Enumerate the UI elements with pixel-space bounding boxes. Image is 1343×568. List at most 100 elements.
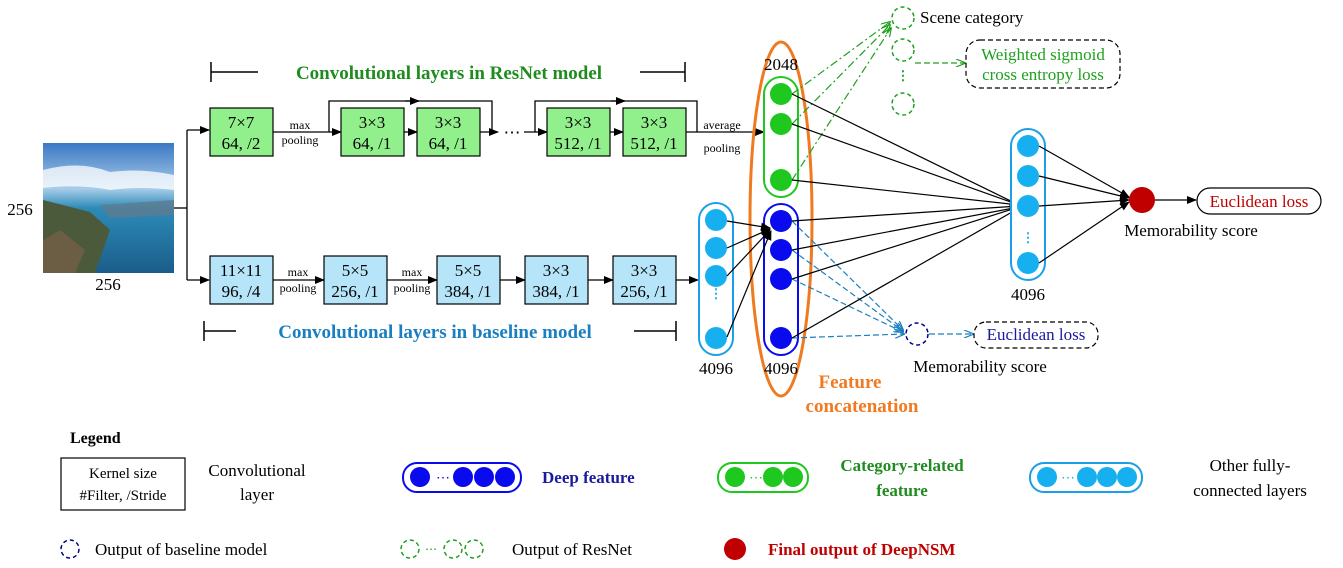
weighted-loss-line2: cross entropy loss [982, 65, 1104, 84]
concat-label-line1: Feature [819, 372, 882, 393]
baseline-conv2-kernel: 5×5 [342, 261, 369, 280]
resnet-ellipsis: ⋯ [504, 123, 521, 142]
legend-deep-feature-icon: ⋯ [402, 462, 522, 493]
resnet-block1b-kernel: 3×3 [435, 113, 462, 132]
svg-text:⋯: ⋯ [436, 471, 450, 486]
resnet-block1a-box: 3×3 64, /1 [340, 107, 405, 157]
legend-resnet-output-label: Output of ResNet [512, 540, 632, 559]
resnet-block1b-filters: 64, /1 [429, 134, 468, 153]
baseline-conv4-box: 3×3 384, /1 [524, 255, 589, 305]
final-loss-label: Euclidean loss [1210, 192, 1309, 211]
legend-category-icon: ⋯ [717, 462, 809, 493]
baseline-title-bracket [203, 321, 677, 341]
legend-conv-box-line2: #Filter, /Stride [80, 488, 167, 504]
legend-conv-box-line1: Kernel size [89, 466, 157, 482]
concat-label-line2: concatenation [806, 396, 919, 417]
legend-conv-label-line1: Convolutional [208, 461, 306, 480]
baseline-conv1-box: 11×11 96, /4 [209, 255, 274, 305]
baseline-conv4-filters: 384, /1 [532, 282, 579, 301]
resnet-fc-count: 2048 [764, 55, 798, 74]
baseline-conv3-box: 5×5 384, /1 [436, 255, 501, 305]
scene-category-label: Scene category [920, 8, 1024, 27]
resnet-block1a-kernel: 3×3 [359, 113, 386, 132]
legend-conv-label-line2: layer [240, 485, 274, 504]
resnet-block2b-kernel: 3×3 [641, 113, 668, 132]
input-size-bottom: 256 [95, 275, 121, 294]
resnet-pool2-label-a: average [703, 118, 740, 132]
baseline-score-label: Memorability score [913, 357, 1047, 376]
legend-conv-box: Kernel size #Filter, /Stride [60, 457, 186, 511]
resnet-block2a-box: 3×3 512, /1 [546, 107, 611, 157]
resnet-pool1-label-a: max [290, 118, 311, 132]
final-loss-box: Euclidean loss [1196, 187, 1322, 215]
baseline-pool1-label-a: max [288, 265, 309, 279]
deep-to-baseline-output-arrows [791, 220, 904, 339]
svg-text:⋮: ⋮ [775, 305, 788, 320]
scene-dots: ⋮ [897, 68, 910, 83]
legend-deep-feature-label: Deep feature [542, 468, 635, 487]
concat-to-fc-arrows [791, 93, 1020, 339]
baseline-pool2-label-a: max [402, 265, 423, 279]
resnet-pool1-label-b: pooling [282, 133, 319, 147]
baseline-title: Convolutional layers in baseline model [278, 322, 592, 343]
input-image [43, 143, 174, 273]
svg-text:⋮: ⋮ [1022, 230, 1035, 245]
baseline-pool1-label-b: pooling [280, 281, 317, 295]
baseline-loss-box: Euclidean loss [973, 321, 1099, 349]
svg-text:⋯: ⋯ [1061, 471, 1075, 486]
baseline-conv2-box: 5×5 256, /1 [323, 255, 388, 305]
resnet-fc-layer: ⋮ [763, 76, 799, 198]
resnet-pool2-label-b: pooling [704, 141, 741, 155]
baseline-pool2-label-b: pooling [394, 281, 431, 295]
resnet-to-scene-arrows [791, 22, 891, 181]
legend-other-line1: Other fully- [1210, 456, 1291, 475]
input-size-left: 256 [7, 200, 33, 219]
legend-other-line2: connected layers [1193, 481, 1307, 500]
resnet-title-bracket [210, 62, 686, 82]
scene-category-nodes [891, 6, 915, 116]
resnet-conv1-kernel: 7×7 [228, 113, 255, 132]
resnet-conv1-filters: 64, /2 [222, 134, 261, 153]
resnet-conv1-box: 7×7 64, /2 [209, 107, 274, 157]
baseline-fc-count: 4096 [699, 359, 733, 378]
final-fc-layer: ⋮ [1010, 128, 1046, 281]
resnet-skip-connection-1 [328, 97, 493, 132]
legend-final-output-icon [724, 538, 746, 560]
weighted-loss-line1: Weighted sigmoid [981, 45, 1105, 64]
legend-final-output-label: Final output of DeepNSM [768, 540, 955, 559]
baseline-conv4-kernel: 3×3 [543, 261, 570, 280]
resnet-block1a-filters: 64, /1 [353, 134, 392, 153]
baseline-conv1-filters: 96, /4 [222, 282, 261, 301]
concat-outline [748, 40, 814, 398]
legend-baseline-output-label: Output of baseline model [95, 540, 268, 559]
final-output-node [1129, 187, 1155, 213]
resnet-skip-connection-2 [534, 97, 698, 132]
legend-baseline-output-icon [60, 539, 80, 559]
baseline-loss-label: Euclidean loss [987, 325, 1086, 344]
svg-text:⋮: ⋮ [710, 286, 723, 301]
legend-resnet-output-icon [400, 539, 484, 559]
baseline-conv2-filters: 256, /1 [331, 282, 378, 301]
baseline-output-node [905, 322, 929, 346]
baseline-conv3-kernel: 5×5 [455, 261, 482, 280]
deep-feature-count: 4096 [764, 359, 798, 378]
resnet-block2a-kernel: 3×3 [565, 113, 592, 132]
baseline-conv5-filters: 256, /1 [620, 282, 667, 301]
legend-other-fc-icon: ⋯ [1029, 462, 1143, 493]
baseline-to-deep-arrows [726, 220, 772, 338]
weighted-loss-box: Weighted sigmoid cross entropy loss [965, 39, 1121, 89]
resnet-block2b-filters: 512, /1 [630, 134, 677, 153]
resnet-title: Convolutional layers in ResNet model [296, 63, 602, 84]
legend-category-line1: Category-related [840, 456, 964, 475]
baseline-conv5-box: 3×3 256, /1 [612, 255, 677, 305]
baseline-conv3-filters: 384, /1 [444, 282, 491, 301]
baseline-conv1-kernel: 11×11 [220, 261, 262, 280]
legend-resnet-output-dots: ⋯ [425, 542, 437, 556]
svg-text:⋮: ⋮ [775, 145, 788, 160]
final-fc-count: 4096 [1011, 285, 1045, 304]
resnet-block2b-box: 3×3 512, /1 [622, 107, 687, 157]
legend-category-line2: feature [876, 481, 928, 500]
resnet-block1b-box: 3×3 64, /1 [416, 107, 481, 157]
deep-feature-layer: ⋮ [763, 203, 799, 356]
